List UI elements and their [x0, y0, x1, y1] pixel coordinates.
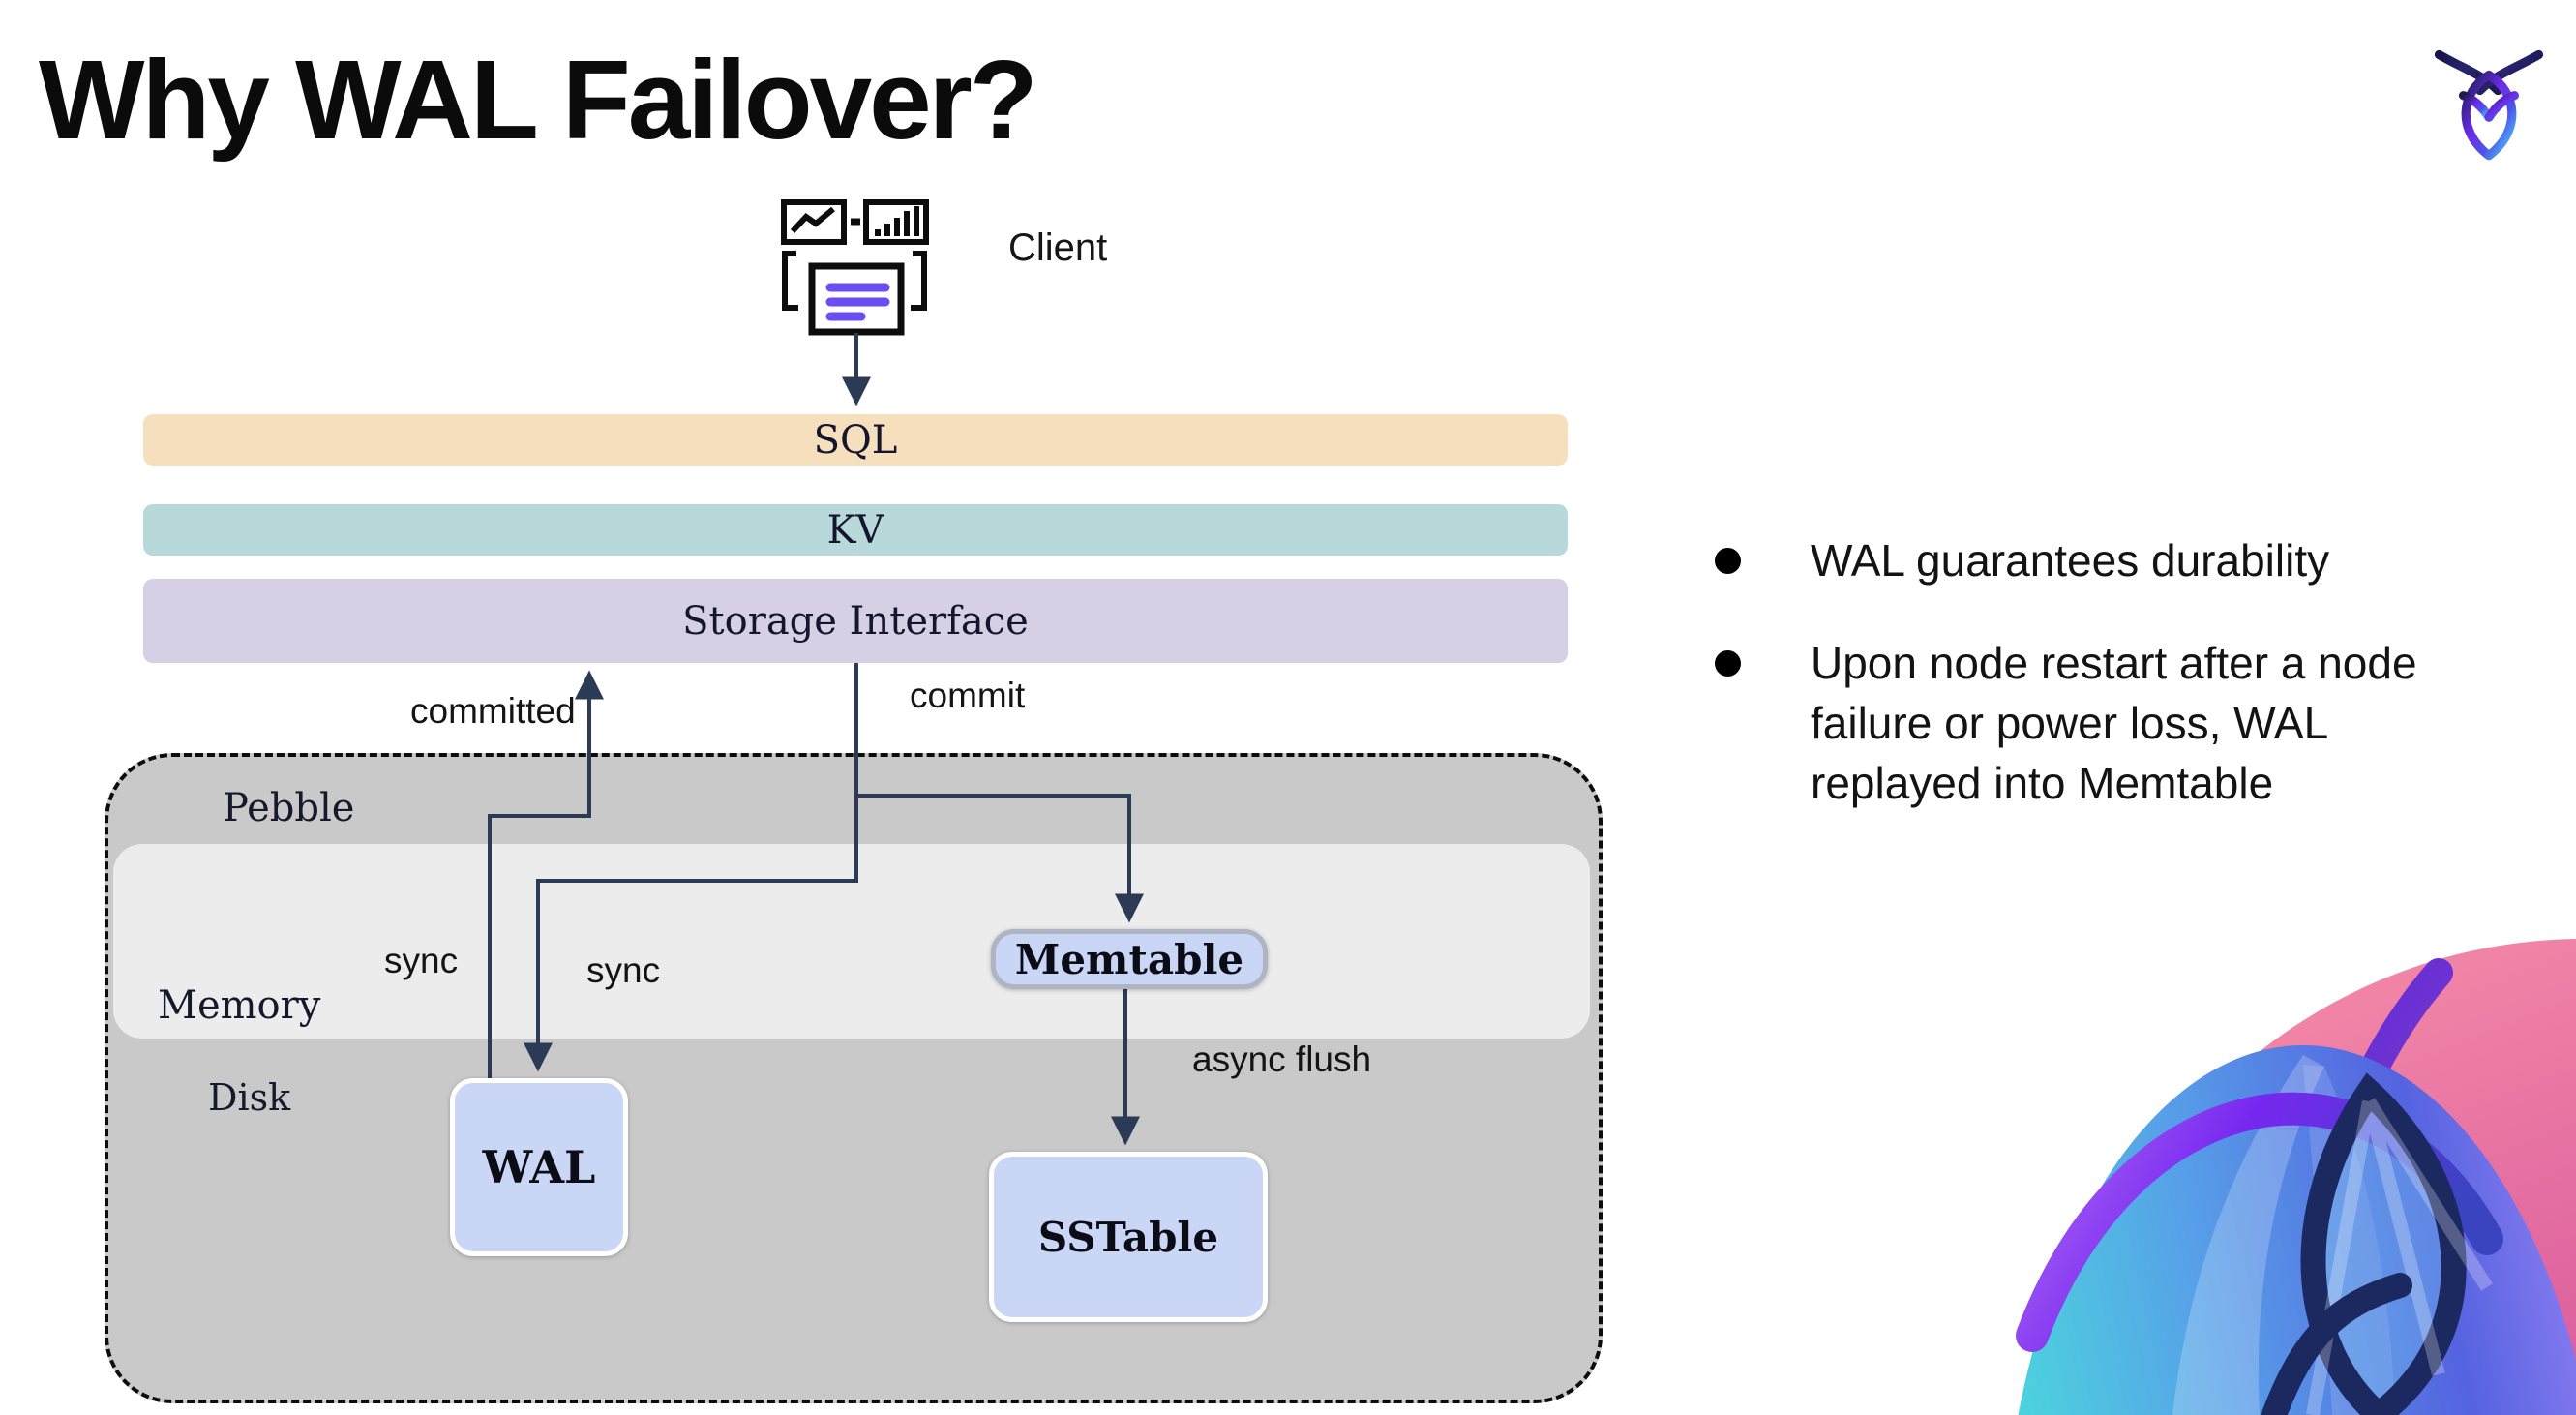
- bullet-dot-icon: [1715, 548, 1741, 574]
- node-sstable-label: SSTable: [1037, 1213, 1219, 1261]
- edge-label-sync-right: sync: [586, 950, 661, 990]
- node-wal-label: WAL: [482, 1141, 596, 1193]
- cockroachdb-logo-icon: [2417, 37, 2561, 169]
- edge-label-sync-left: sync: [384, 941, 459, 980]
- layer-sql: SQL: [143, 414, 1568, 466]
- node-wal: WAL: [450, 1078, 628, 1256]
- memory-band: [113, 844, 1590, 1039]
- brand-art: [1984, 919, 2576, 1415]
- page-title: Why WAL Failover?: [39, 37, 1038, 163]
- edge-label-async-flush: async flush: [1192, 1039, 1372, 1079]
- edge-label-commit: commit: [910, 676, 1026, 715]
- node-sstable: SSTable: [989, 1152, 1268, 1322]
- node-memtable-label: Memtable: [1014, 935, 1244, 983]
- client-workstation-icon: [777, 194, 932, 344]
- layer-kv: KV: [143, 504, 1568, 556]
- list-item: WAL guarantees durability: [1715, 530, 2576, 590]
- bullet-text: Upon node restart after a node failure o…: [1811, 638, 2417, 808]
- disk-label: Disk: [208, 1076, 291, 1119]
- bullet-dot-icon: [1715, 650, 1741, 677]
- pebble-label: Pebble: [223, 786, 355, 830]
- memory-label: Memory: [158, 983, 321, 1028]
- bullet-text: WAL guarantees durability: [1811, 535, 2330, 586]
- edge-label-committed: committed: [410, 691, 576, 731]
- node-memtable: Memtable: [991, 929, 1268, 989]
- layer-storage-interface-label: Storage Interface: [682, 598, 1029, 644]
- bullet-list: WAL guarantees durability Upon node rest…: [1715, 530, 2576, 813]
- list-item: Upon node restart after a node failure o…: [1715, 633, 2576, 813]
- layer-storage-interface: Storage Interface: [143, 579, 1568, 663]
- layer-kv-label: KV: [826, 507, 884, 553]
- client-label: Client: [1008, 226, 1108, 269]
- layer-sql-label: SQL: [813, 417, 898, 463]
